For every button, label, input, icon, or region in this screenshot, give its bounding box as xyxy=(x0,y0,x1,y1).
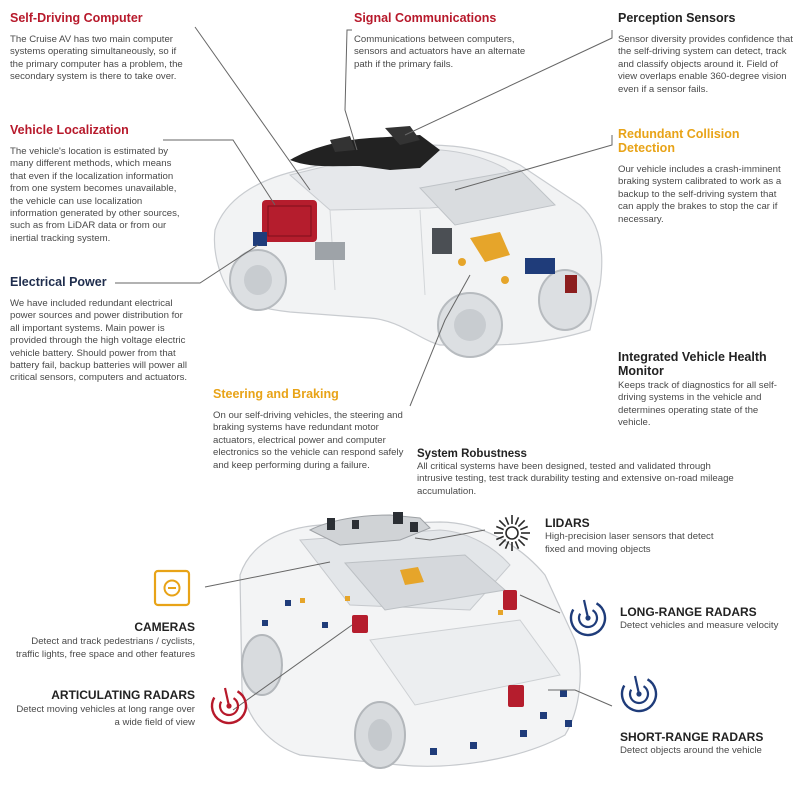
perception-sensors-text: Sensor diversity provides confidence tha… xyxy=(618,34,793,95)
perception-sensors-block: Perception Sensors Sensor diversity prov… xyxy=(618,11,793,96)
signal-communications-block: Signal Communications Communications bet… xyxy=(354,11,529,71)
redundant-collision-block: Redundant Collision Detection Our vehicl… xyxy=(618,127,793,226)
lidars-title: LIDARS xyxy=(545,516,590,530)
health-monitor-text: Keeps track of diagnostics for all self-… xyxy=(618,380,777,429)
perception-sensors-title: Perception Sensors xyxy=(618,11,736,25)
redundant-collision-title: Redundant Collision Detection xyxy=(618,127,740,155)
self-driving-computer-title: Self-Driving Computer xyxy=(10,11,143,25)
cameras-title: CAMERAS xyxy=(134,620,195,634)
long-range-radar-icon xyxy=(569,599,607,637)
vehicle-localization-text: The vehicle's location is estimated by m… xyxy=(10,146,180,244)
signal-communications-title: Signal Communications xyxy=(354,11,497,25)
short-range-radars-title: SHORT-RANGE RADARS xyxy=(620,730,764,744)
lidars-block: LIDARS High-precision laser sensors that… xyxy=(545,516,725,556)
self-driving-computer-block: Self-Driving Computer The Cruise AV has … xyxy=(10,11,190,84)
electrical-power-block: Electrical Power We have included redund… xyxy=(10,275,195,385)
short-range-radars-block: SHORT-RANGE RADARS Detect objects around… xyxy=(620,730,795,758)
long-range-radars-block: LONG-RANGE RADARS Detect vehicles and me… xyxy=(620,605,795,633)
lidars-text: High-precision laser sensors that detect… xyxy=(545,531,714,555)
self-driving-computer-text: The Cruise AV has two main computer syst… xyxy=(10,34,183,83)
articulating-radars-block: ARTICULATING RADARS Detect moving vehicl… xyxy=(10,688,195,729)
camera-icon xyxy=(153,569,191,607)
redundant-collision-text: Our vehicle includes a crash-imminent br… xyxy=(618,164,782,225)
lidar-icon xyxy=(494,515,530,551)
cameras-block: CAMERAS Detect and track pedestrians / c… xyxy=(10,620,195,661)
top-car-illustration xyxy=(213,126,603,358)
health-monitor-block: Integrated Vehicle Health Monitor Keeps … xyxy=(618,350,783,430)
vehicle-localization-title: Vehicle Localization xyxy=(10,123,129,137)
system-robustness-block: System Robustness All critical systems h… xyxy=(417,448,747,498)
short-range-radars-text: Detect objects around the vehicle xyxy=(620,745,762,756)
steering-braking-title: Steering and Braking xyxy=(213,387,339,401)
vehicle-localization-block: Vehicle Localization The vehicle's locat… xyxy=(10,123,190,245)
health-monitor-title: Integrated Vehicle Health Monitor xyxy=(618,350,767,378)
articulating-radars-title: ARTICULATING RADARS xyxy=(51,688,195,702)
signal-communications-text: Communications between computers, sensor… xyxy=(354,34,526,70)
system-robustness-text: All critical systems have been designed,… xyxy=(417,461,734,497)
top-leader-lines xyxy=(115,26,613,407)
articulating-radar-icon xyxy=(210,687,248,725)
bottom-leader-lines xyxy=(204,529,613,711)
long-range-radars-title: LONG-RANGE RADARS xyxy=(620,605,757,619)
steering-braking-text: On our self-driving vehicles, the steeri… xyxy=(213,410,404,471)
cameras-text: Detect and track pedestrians / cyclists,… xyxy=(15,636,195,660)
long-range-radars-text: Detect vehicles and measure velocity xyxy=(620,620,779,631)
steering-braking-block: Steering and Braking On our self-driving… xyxy=(213,387,408,472)
electrical-power-title: Electrical Power xyxy=(10,275,107,289)
electrical-power-text: We have included redundant electrical po… xyxy=(10,298,188,384)
articulating-radars-text: Detect moving vehicles at long range ove… xyxy=(16,704,195,728)
system-robustness-title: System Robustness xyxy=(417,448,527,460)
bottom-car-illustration xyxy=(239,512,581,769)
short-range-radar-icon xyxy=(620,675,658,713)
